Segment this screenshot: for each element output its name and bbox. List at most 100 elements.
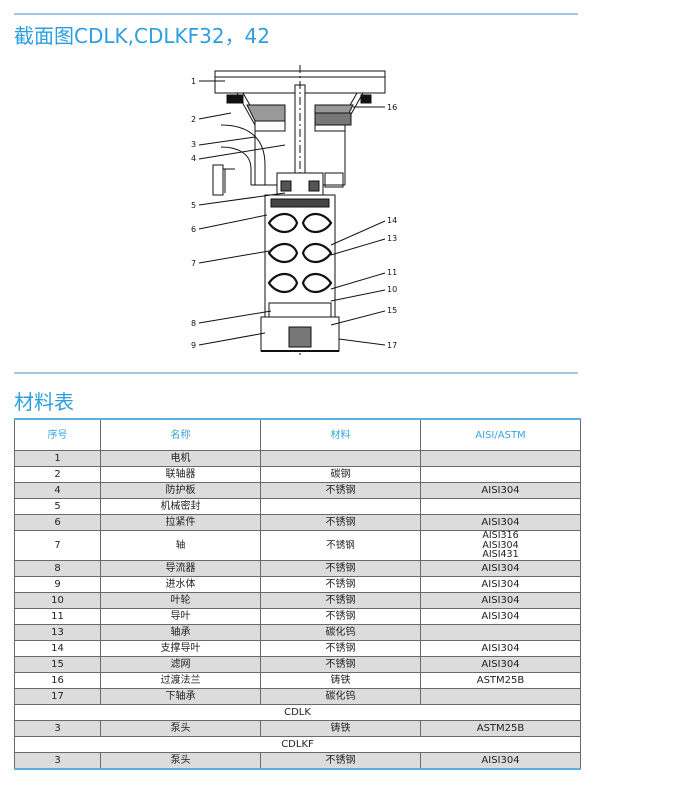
- table-cell-no: 14: [14, 640, 101, 657]
- table-cell-name: 拉紧件: [100, 514, 261, 531]
- table-cell-aisi: AISI304: [420, 560, 581, 577]
- table-cell-no: 6: [14, 514, 101, 531]
- aisi-grade: AISI304: [482, 539, 519, 551]
- table-section-row: CDLKF: [14, 736, 581, 753]
- table-cell-material: 不锈钢: [260, 482, 421, 499]
- table-cell-name: 轴: [100, 530, 261, 561]
- column-header: 名称: [100, 418, 261, 451]
- table-cell-no: 3: [14, 720, 101, 737]
- table-cell-no: 3: [14, 752, 101, 770]
- table-cell-no: 11: [14, 608, 101, 625]
- diagram-label: 10: [387, 285, 397, 294]
- table-cell-aisi: [420, 498, 581, 515]
- table-cell-aisi: AISI304: [420, 752, 581, 770]
- diagram-label: 6: [191, 225, 196, 234]
- table-cell-name: 过渡法兰: [100, 672, 261, 689]
- table-cell-material: [260, 450, 421, 467]
- column-header: 序号: [14, 418, 101, 451]
- table-cell-name: 导叶: [100, 608, 261, 625]
- table-cell-no: 17: [14, 688, 101, 705]
- materials-title: 材料表: [14, 390, 74, 414]
- aisi-grade: AISI304: [481, 643, 520, 654]
- aisi-grade: ASTM25B: [476, 723, 525, 734]
- materials-rule: [14, 372, 578, 374]
- table-cell-material: 碳化钨: [260, 688, 421, 705]
- table-cell-name: 电机: [100, 450, 261, 467]
- table-cell-material: 不锈钢: [260, 752, 421, 770]
- table-cell-material: 不锈钢: [260, 560, 421, 577]
- table-cell-material: 碳钢: [260, 466, 421, 483]
- diagram-label: 14: [387, 216, 397, 225]
- table-cell-name: 联轴器: [100, 466, 261, 483]
- aisi-grade: AISI304: [481, 579, 520, 590]
- table-cell-no: 7: [14, 530, 101, 561]
- table-cell-material: 不锈钢: [260, 592, 421, 609]
- table-cell-material: 铸铁: [260, 672, 421, 689]
- diagram-label: 9: [191, 341, 196, 350]
- table-cell-no: 2: [14, 466, 101, 483]
- table-cell-no: 13: [14, 624, 101, 641]
- table-cell-name: 叶轮: [100, 592, 261, 609]
- diagram-label: 15: [387, 306, 397, 315]
- aisi-grade: AISI316: [482, 530, 519, 542]
- diagram-label: 11: [387, 268, 397, 277]
- diagram-label: 3: [191, 140, 196, 149]
- table-cell-material: 不锈钢: [260, 530, 421, 561]
- column-header: AISI/ASTM: [420, 418, 581, 451]
- table-cell-aisi: AISI304: [420, 592, 581, 609]
- table-cell-name: 导流器: [100, 560, 261, 577]
- diagram-label: 13: [387, 234, 397, 243]
- table-cell-name: 机械密封: [100, 498, 261, 515]
- diagram-label: 4: [191, 154, 196, 163]
- aisi-grade: AISI431: [482, 549, 519, 561]
- table-cell-no: 16: [14, 672, 101, 689]
- diagram-label: 2: [191, 115, 196, 124]
- table-cell-no: 8: [14, 560, 101, 577]
- table-section-row: CDLK: [14, 704, 581, 721]
- aisi-grade: AISI304: [481, 595, 520, 606]
- table-cell-material: 不锈钢: [260, 576, 421, 593]
- table-cell-name: 泵头: [100, 752, 261, 770]
- table-cell-no: 9: [14, 576, 101, 593]
- aisi-grade: AISI304: [481, 611, 520, 622]
- section-label: CDLKF: [14, 736, 581, 753]
- table-cell-aisi: AISI304: [420, 656, 581, 673]
- column-header: 材料: [260, 418, 421, 451]
- table-cell-name: 下轴承: [100, 688, 261, 705]
- table-cell-material: 铸铁: [260, 720, 421, 737]
- table-cell-aisi: [420, 466, 581, 483]
- table-cell-material: 不锈钢: [260, 640, 421, 657]
- table-cell-aisi: AISI304: [420, 482, 581, 499]
- diagram-label: 7: [191, 259, 196, 268]
- table-cell-aisi: [420, 688, 581, 705]
- table-cell-aisi: AISI304: [420, 608, 581, 625]
- table-cell-name: 滤网: [100, 656, 261, 673]
- table-cell-name: 进水体: [100, 576, 261, 593]
- table-cell-no: 15: [14, 656, 101, 673]
- diagram-label: 8: [191, 319, 196, 328]
- table-cell-name: 泵头: [100, 720, 261, 737]
- aisi-grade: AISI304: [481, 659, 520, 670]
- table-cell-material: 不锈钢: [260, 656, 421, 673]
- table-cell-no: 4: [14, 482, 101, 499]
- diagram-label: 16: [387, 103, 397, 112]
- table-cell-no: 10: [14, 592, 101, 609]
- table-cell-aisi: AISI304: [420, 576, 581, 593]
- section-label: CDLK: [14, 704, 581, 721]
- table-cell-no: 5: [14, 498, 101, 515]
- table-cell-material: 不锈钢: [260, 608, 421, 625]
- aisi-grade: ASTM25B: [476, 675, 525, 686]
